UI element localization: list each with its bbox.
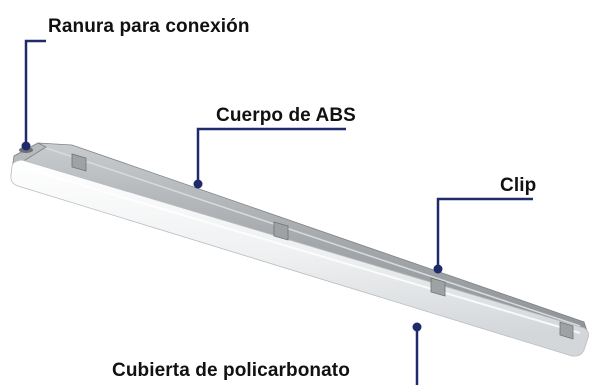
housing-ridge bbox=[39, 145, 581, 327]
label-cuerpo-de-abs: Cuerpo de ABS bbox=[216, 105, 356, 126]
dot-ranura bbox=[21, 141, 31, 151]
dot-cuerpo bbox=[193, 179, 203, 189]
leader-ranura bbox=[24, 39, 46, 145]
leader-clip bbox=[436, 197, 533, 268]
leader-dots bbox=[21, 141, 443, 332]
leader-cuerpo bbox=[196, 127, 346, 184]
clip-2 bbox=[273, 221, 289, 241]
label-ranura-para-conexion: Ranura para conexión bbox=[48, 16, 250, 37]
leader-lines bbox=[24, 39, 533, 385]
clip-4 bbox=[559, 321, 574, 340]
clip-1 bbox=[71, 153, 87, 172]
dot-clip bbox=[433, 264, 443, 274]
label-clip: Clip bbox=[500, 175, 537, 196]
clip-3 bbox=[430, 277, 446, 297]
diffuser-highlight bbox=[23, 167, 581, 334]
dot-cubierta bbox=[412, 322, 422, 332]
label-cubierta-de-policarbonato: Cubierta de policarbonato bbox=[112, 360, 350, 381]
polycarbonate-diffuser bbox=[10, 159, 589, 357]
